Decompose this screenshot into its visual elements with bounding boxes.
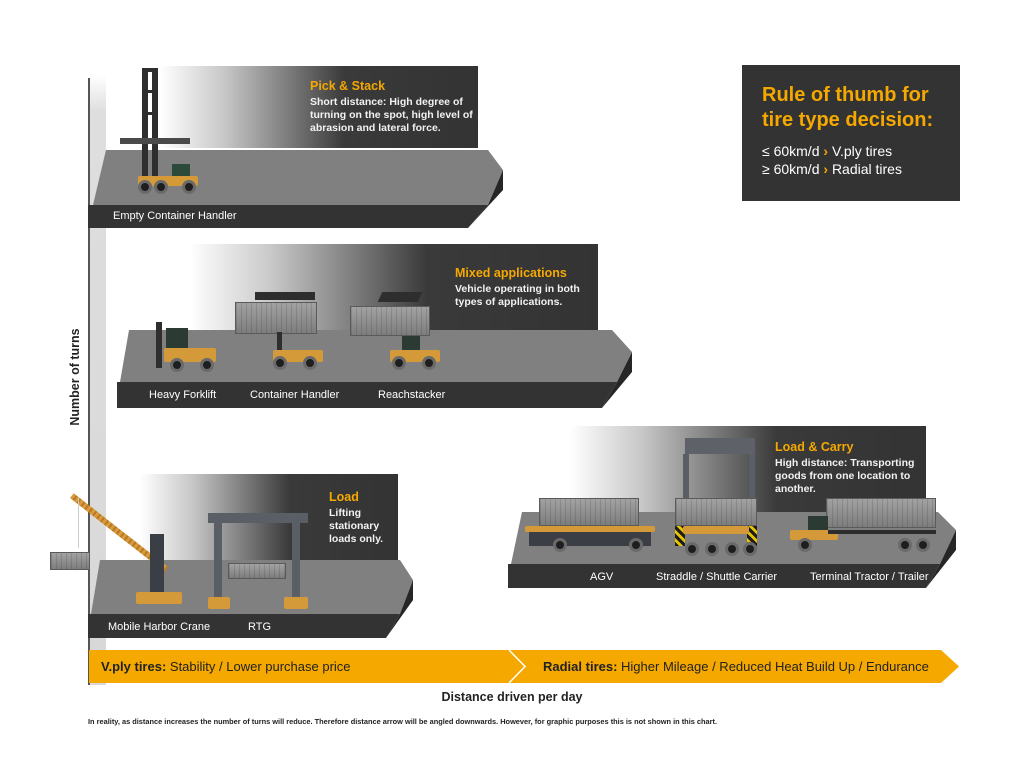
vehicle-label: AGV <box>590 571 614 583</box>
y-axis-line <box>88 78 90 685</box>
x-axis-label: Distance driven per day <box>441 690 583 704</box>
vehicle-label: Container Handler <box>250 389 340 401</box>
agv-image <box>525 498 655 560</box>
straddle-carrier-image <box>675 438 765 560</box>
arrow-text-radial: Radial tires: Higher Mileage / Reduced H… <box>543 659 929 674</box>
rule-title-line2: tire type decision: <box>762 109 934 131</box>
arrow-bold-label: Radial tires: <box>543 659 618 674</box>
info-pick-stack: Pick & Stack Short distance: High degree… <box>310 79 475 135</box>
section-title: Pick & Stack <box>310 79 386 93</box>
vehicle-label: Heavy Forklift <box>149 389 217 401</box>
info-load-carry: Load & Carry High distance: Transporting… <box>775 440 925 496</box>
rule-of-thumb-box: Rule of thumb for tire type decision: ≤ … <box>742 65 960 201</box>
section-title: Load <box>329 490 359 504</box>
section-description: Lifting stationary loads only. <box>329 507 384 545</box>
distance-arrow: V.ply tires: Stability / Lower purchase … <box>89 650 959 683</box>
arrow-bold-label: V.ply tires: <box>101 659 167 674</box>
section-description: High distance: Transporting goods from o… <box>775 457 915 495</box>
reachstacker-image <box>350 292 440 374</box>
rule-result: Radial tires <box>831 161 902 177</box>
vehicle-label: Empty Container Handler <box>113 210 237 222</box>
y-axis-label: Number of turns <box>68 328 82 426</box>
arrow-text: Higher Mileage / Reduced Heat Build Up /… <box>617 659 929 674</box>
chevron-right-icon: › <box>823 143 829 159</box>
vehicle-label: Reachstacker <box>378 389 446 401</box>
section-title: Load & Carry <box>775 440 854 454</box>
section-title: Mixed applications <box>455 266 567 280</box>
rule-title-line1: Rule of thumb for <box>762 84 929 106</box>
backdrop-pick-stack <box>160 66 478 148</box>
arrow-text-vply: V.ply tires: Stability / Lower purchase … <box>101 659 351 674</box>
heavy-forklift-image <box>152 322 222 374</box>
vehicle-label: Straddle / Shuttle Carrier <box>656 571 778 583</box>
vehicle-label: Terminal Tractor / Trailer <box>810 571 929 583</box>
chevron-right-icon: › <box>823 161 829 177</box>
section-description: Vehicle operating in both types of appli… <box>455 283 580 308</box>
container-handler-image <box>235 292 325 374</box>
arrow-text: Stability / Lower purchase price <box>166 659 351 674</box>
info-mixed: Mixed applications Vehicle operating in … <box>455 266 595 309</box>
section-description: Short distance: High degree of turning o… <box>310 96 473 134</box>
rtg-image <box>208 505 308 610</box>
floor-pick-stack <box>88 150 503 228</box>
empty-container-handler-image <box>120 68 220 196</box>
rule-line-vply: ≤ 60km/d › V.ply tires <box>762 142 940 160</box>
mobile-harbor-crane-image <box>50 480 182 610</box>
rule-condition: ≤ 60km/d <box>762 143 820 159</box>
footnote: In reality, as distance increases the nu… <box>88 717 718 726</box>
vehicle-label: Mobile Harbor Crane <box>108 621 211 633</box>
rule-line-radial: ≥ 60km/d › Radial tires <box>762 160 940 178</box>
rule-result: V.ply tires <box>831 143 893 159</box>
vehicle-label: RTG <box>248 621 272 633</box>
terminal-tractor-trailer-image <box>788 498 938 560</box>
arrow-shape <box>89 650 959 683</box>
info-load: Load Lifting stationary loads only. <box>329 490 399 546</box>
floor-mixed <box>117 330 632 408</box>
rule-condition: ≥ 60km/d <box>762 161 820 177</box>
